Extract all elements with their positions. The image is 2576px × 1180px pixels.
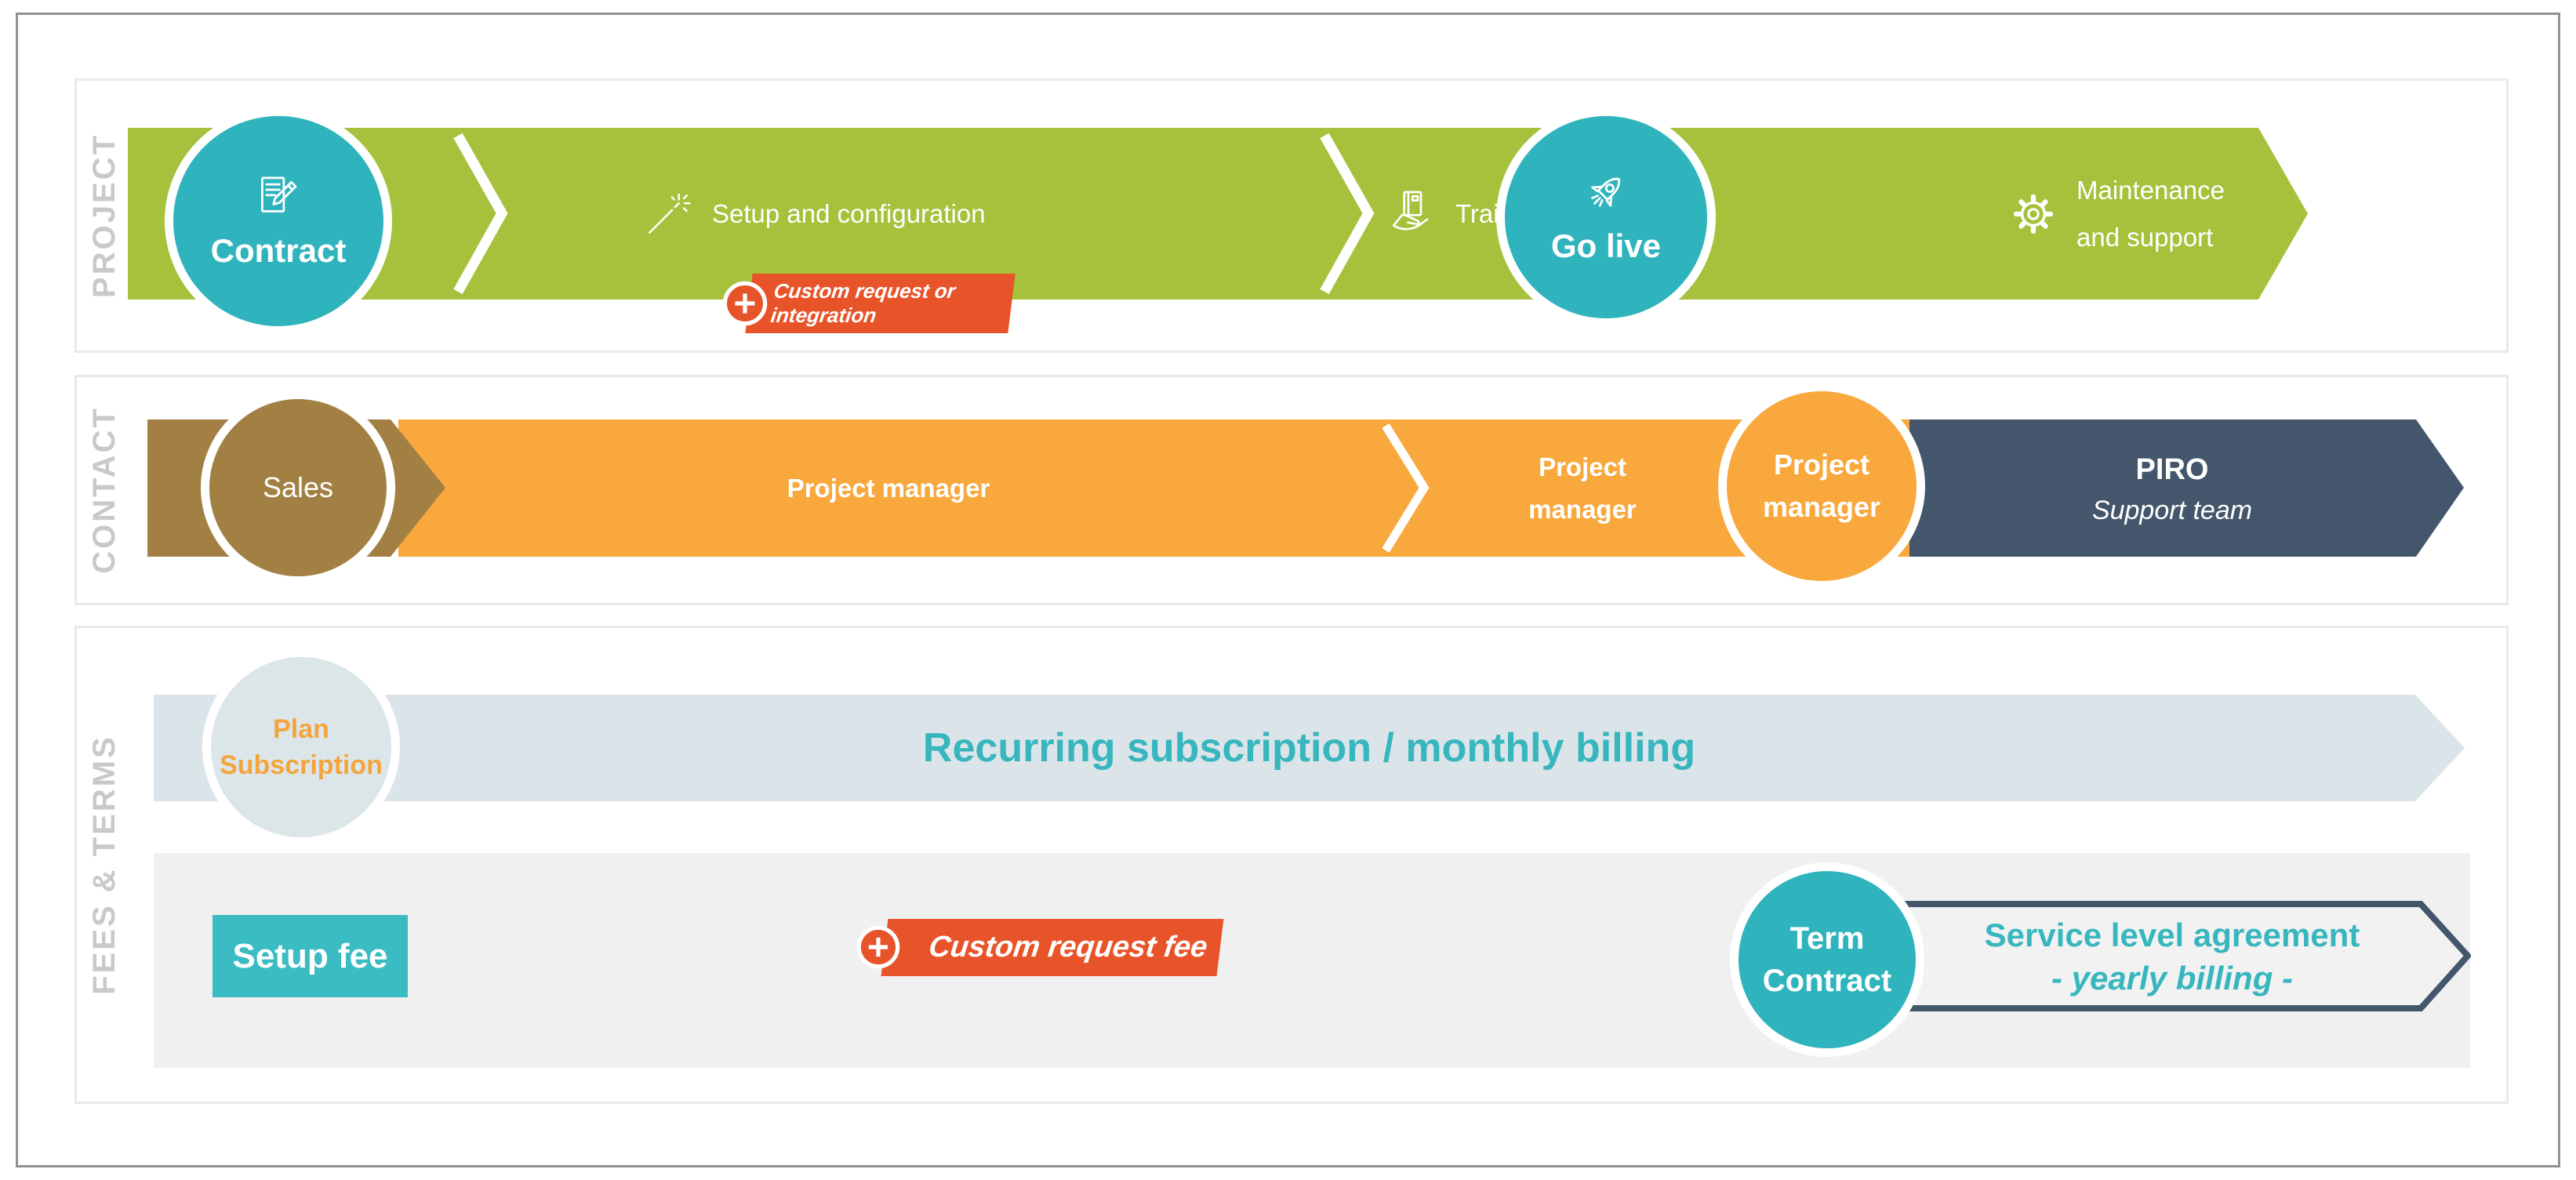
outer-frame [16,13,2560,1167]
pm-segment2-line2: manager [1528,494,1637,524]
piro-support-label-group: PIRO Support team [1929,419,2415,557]
maintenance-step: Maintenance and support [2007,128,2225,300]
pm-segment1: Project manager [398,419,1379,557]
recurring-label-wrap: Recurring subscription / monthly billing [154,695,2465,801]
pm-circle: Project manager [1718,383,1925,590]
rocket-icon [1591,177,1621,207]
go-live-label: Go live [1550,227,1662,264]
setup-label: Setup and configuration [712,198,986,228]
setup-step: Setup and configuration [645,128,986,300]
sales-label: Sales [262,471,334,503]
sla-line1: Service level agreement [1984,916,2360,953]
pm-segment2-line1: Project [1539,452,1626,481]
pm-segment2: Project manager [1457,419,1708,557]
recurring-label: Recurring subscription / monthly billing [922,725,1696,771]
contract-document-icon [261,176,297,212]
gear-icon [2013,194,2054,234]
fees-side-label: FEES & TERMS [87,735,122,995]
project-green-banner [128,128,2308,300]
custom-request-label: Custom request or integration [769,279,957,327]
setup-fee-label: Setup fee [232,936,388,975]
contract-circle: Contract [165,107,392,335]
custom-request-badge: Custom request or integration [745,274,1016,333]
plus-icon [856,925,900,969]
contract-label: Contract [210,232,347,269]
recurring-banner [154,695,2465,801]
chevron-separator-icon [1320,133,1375,295]
plan-subscription-circle: Plan Subscription [202,648,400,846]
custom-fee-badge: Custom request fee [881,919,1224,976]
term-line2: Contract [1762,964,1892,998]
chevron-separator-icon [453,133,508,295]
magic-wand-icon [649,193,691,234]
go-live-circle: Go live [1496,107,1716,327]
sla-label-group: Service level agreement - yearly billing… [1929,901,2415,1011]
sla-line2: - yearly billing - [2051,959,2294,997]
piro-support-arrow [1909,419,2464,557]
pm-segment1-label: Project manager [787,473,990,503]
custom-fee-label: Custom request fee [927,931,1210,964]
maintenance-label-line1: Maintenance [2076,175,2225,205]
support-team-label: Support team [2091,495,2253,525]
plan-line1: Plan [273,714,329,744]
pm-circle-line2: manager [1762,491,1881,523]
training-book-icon [1393,191,1429,230]
sales-circle: Sales [201,390,395,585]
chevron-separator-icon [1382,423,1430,553]
setup-fee-box: Setup fee [213,915,408,997]
piro-label: PIRO [2135,452,2209,486]
plus-icon [722,281,768,326]
plan-line2: Subscription [220,750,383,780]
term-line1: Term [1789,921,1865,956]
contact-amber-banner [398,419,1913,557]
maintenance-label-line2: and support [2076,222,2214,252]
pm-circle-line1: Project [1773,448,1870,481]
term-contract-circle: Term Contract [1730,862,1924,1057]
